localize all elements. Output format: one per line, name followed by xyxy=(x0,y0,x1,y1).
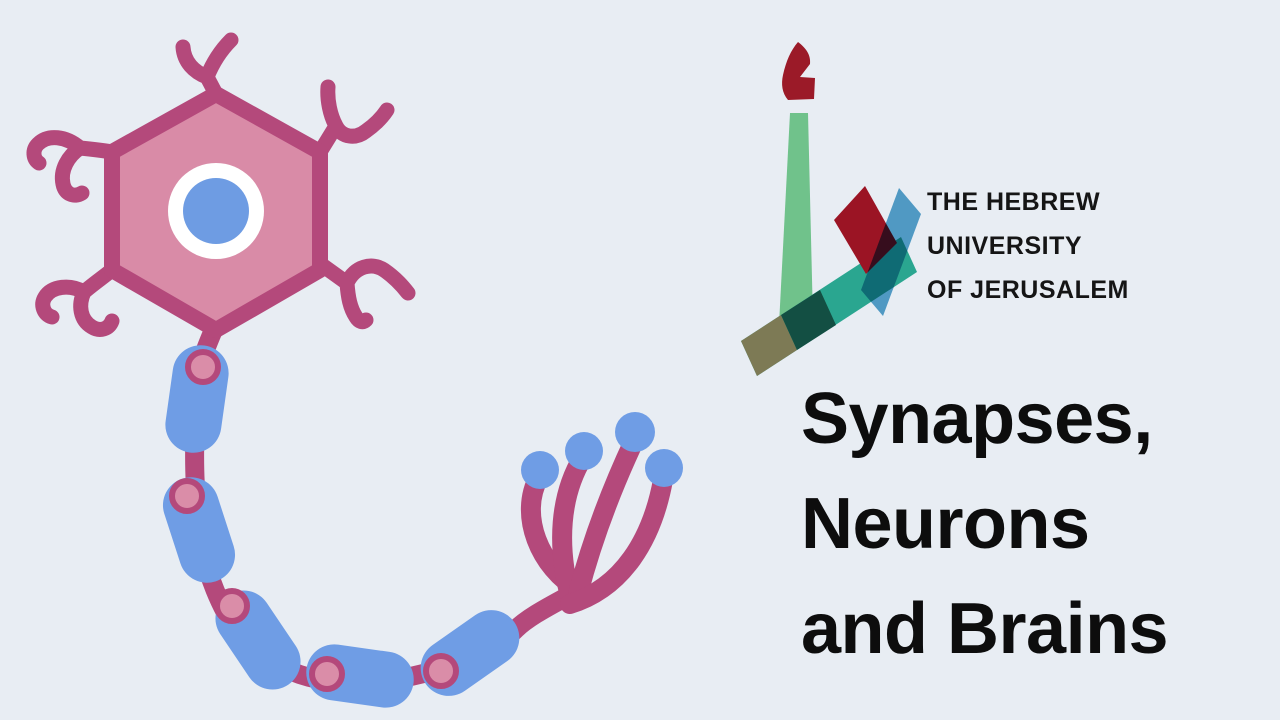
myelin-segment xyxy=(420,610,520,696)
logo-ribbon-dark-teal xyxy=(781,290,836,350)
course-title-line: Neurons xyxy=(801,484,1090,564)
university-name-line: OF JERUSALEM xyxy=(927,276,1129,304)
dendrite-upper-left xyxy=(26,130,120,203)
node-of-ranvier xyxy=(309,656,345,692)
logo-torch-column xyxy=(778,113,813,344)
node-of-ranvier xyxy=(423,653,459,689)
course-title-line: and Brains xyxy=(801,589,1169,669)
course-title: Synapses, Neurons and Brains xyxy=(801,367,1169,682)
logo-ribbon-olive xyxy=(741,315,797,376)
synaptic-bulb xyxy=(645,449,683,487)
node-of-ranvier xyxy=(169,478,205,514)
dendrite-upper-right xyxy=(312,79,395,160)
course-title-line: Synapses, xyxy=(801,379,1153,459)
nucleus xyxy=(183,178,249,244)
logo-ribbon-blue xyxy=(861,188,921,316)
university-name-line: THE HEBREW xyxy=(927,188,1101,216)
dendrite-lower-left xyxy=(35,262,120,337)
neuron-illustration xyxy=(26,32,683,708)
dendrite-top xyxy=(175,32,239,102)
logo-flame xyxy=(782,42,815,100)
university-name-line: UNIVERSITY xyxy=(927,232,1083,260)
dendrite-lower-right xyxy=(314,257,416,330)
university-name: THE HEBREW UNIVERSITY OF JERUSALEM xyxy=(927,180,1129,312)
myelin-sheath xyxy=(162,345,520,708)
huji-logo-mark xyxy=(741,42,921,376)
nodes-of-ranvier xyxy=(169,349,459,692)
synaptic-bulb xyxy=(565,432,603,470)
node-of-ranvier xyxy=(214,588,250,624)
terminal-branch-4 xyxy=(560,470,673,614)
terminal-branch-3 xyxy=(568,431,644,604)
node-of-ranvier xyxy=(185,349,221,385)
terminal-branch-2 xyxy=(552,447,593,610)
synaptic-bulb xyxy=(521,451,559,489)
synaptic-bulbs xyxy=(521,412,683,489)
synaptic-bulb xyxy=(615,412,655,452)
